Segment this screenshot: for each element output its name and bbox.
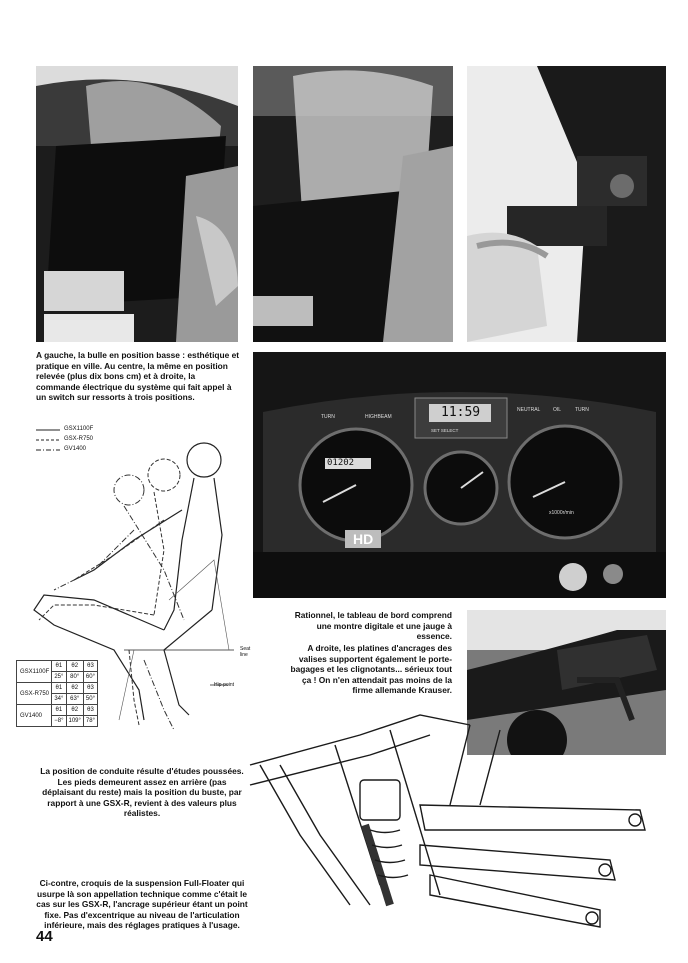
- table-cell: 50°: [82, 693, 99, 705]
- table-cell: θ3: [82, 660, 99, 672]
- table-cell: 60°: [82, 671, 99, 683]
- turn-left-indicator: TURN: [321, 414, 335, 420]
- photo-bulle-basse: [36, 66, 238, 342]
- photo-tableau-de-bord: TURN HIGHBEAM 11:59 SET SELECT NEUTRAL O…: [253, 352, 666, 598]
- oil-indicator: OIL: [553, 407, 562, 413]
- table-row: GSX-R750 θ1 θ2 θ3: [15, 682, 99, 705]
- table-cell: 34°: [51, 693, 67, 705]
- riding-position-diagram: GSX1100F GSX-R750 GV1400 Seat line Hip-p…: [14, 420, 259, 755]
- caption-suspension: Ci-contre, croquis de la suspension Full…: [36, 878, 248, 931]
- highbeam-indicator: HIGHBEAM: [365, 414, 392, 420]
- watermark-logo: HD: [345, 530, 382, 548]
- table-cell: θ3: [82, 704, 99, 716]
- legend-gsx-r750: GSX-R750: [64, 436, 94, 442]
- suspension-sketch: [240, 705, 668, 935]
- angle-table: GSX1100F θ1 θ2 θ3 25° 80° 60° GSX-R750 θ…: [15, 660, 99, 727]
- table-cell: θ2: [65, 682, 84, 694]
- table-cell: GV1400: [15, 704, 53, 727]
- set-select-label: SET SELECT: [431, 428, 459, 433]
- table-cell: 78°: [82, 715, 99, 727]
- turn-right-indicator: TURN: [575, 407, 589, 413]
- photo-bulle-relevee: [253, 66, 453, 342]
- caption-conduite: La position de conduite résulte d'études…: [40, 766, 244, 819]
- table-cell: 63°: [65, 693, 84, 705]
- legend-gsx1100f: GSX1100F: [64, 426, 94, 432]
- page-number: 44: [36, 928, 53, 945]
- table-cell: 80°: [65, 671, 84, 683]
- caption-platines: A droite, les platines d'ancrages des va…: [290, 643, 453, 696]
- table-row: GV1400 θ1 θ2 θ3: [15, 704, 99, 727]
- odometer-readout: 01202: [327, 458, 355, 468]
- photo-commande-switch: [467, 66, 666, 342]
- digital-clock: 11:59: [441, 405, 481, 420]
- caption-bulle: A gauche, la bulle en position basse : e…: [36, 350, 240, 403]
- caption-tableau: Rationnel, le tableau de bord comprend u…: [294, 610, 452, 642]
- table-cell: θ2: [65, 660, 84, 672]
- table-row: −8° 109° 78°: [17, 715, 99, 727]
- table-cell: θ2: [65, 704, 84, 716]
- table-cell: GSX-R750: [15, 682, 53, 705]
- table-cell: θ1: [51, 682, 67, 694]
- table-cell: GSX1100F: [15, 660, 53, 683]
- table-cell: −8°: [51, 715, 67, 727]
- table-cell: θ3: [82, 682, 99, 694]
- seat-line-label: Seat line: [240, 646, 251, 658]
- tacho-unit: x1000r/min: [549, 510, 574, 516]
- neutral-indicator: NEUTRAL: [517, 407, 541, 413]
- table-cell: 25°: [51, 671, 67, 683]
- legend-gv1400: GV1400: [64, 446, 87, 452]
- table-cell: 109°: [65, 715, 84, 727]
- hip-point-label: Hip-point: [214, 682, 235, 688]
- table-cell: θ1: [51, 704, 67, 716]
- table-cell: θ1: [51, 660, 67, 672]
- table-row: 25° 80° 60°: [17, 671, 99, 683]
- table-row: GSX1100F θ1 θ2 θ3: [15, 660, 99, 683]
